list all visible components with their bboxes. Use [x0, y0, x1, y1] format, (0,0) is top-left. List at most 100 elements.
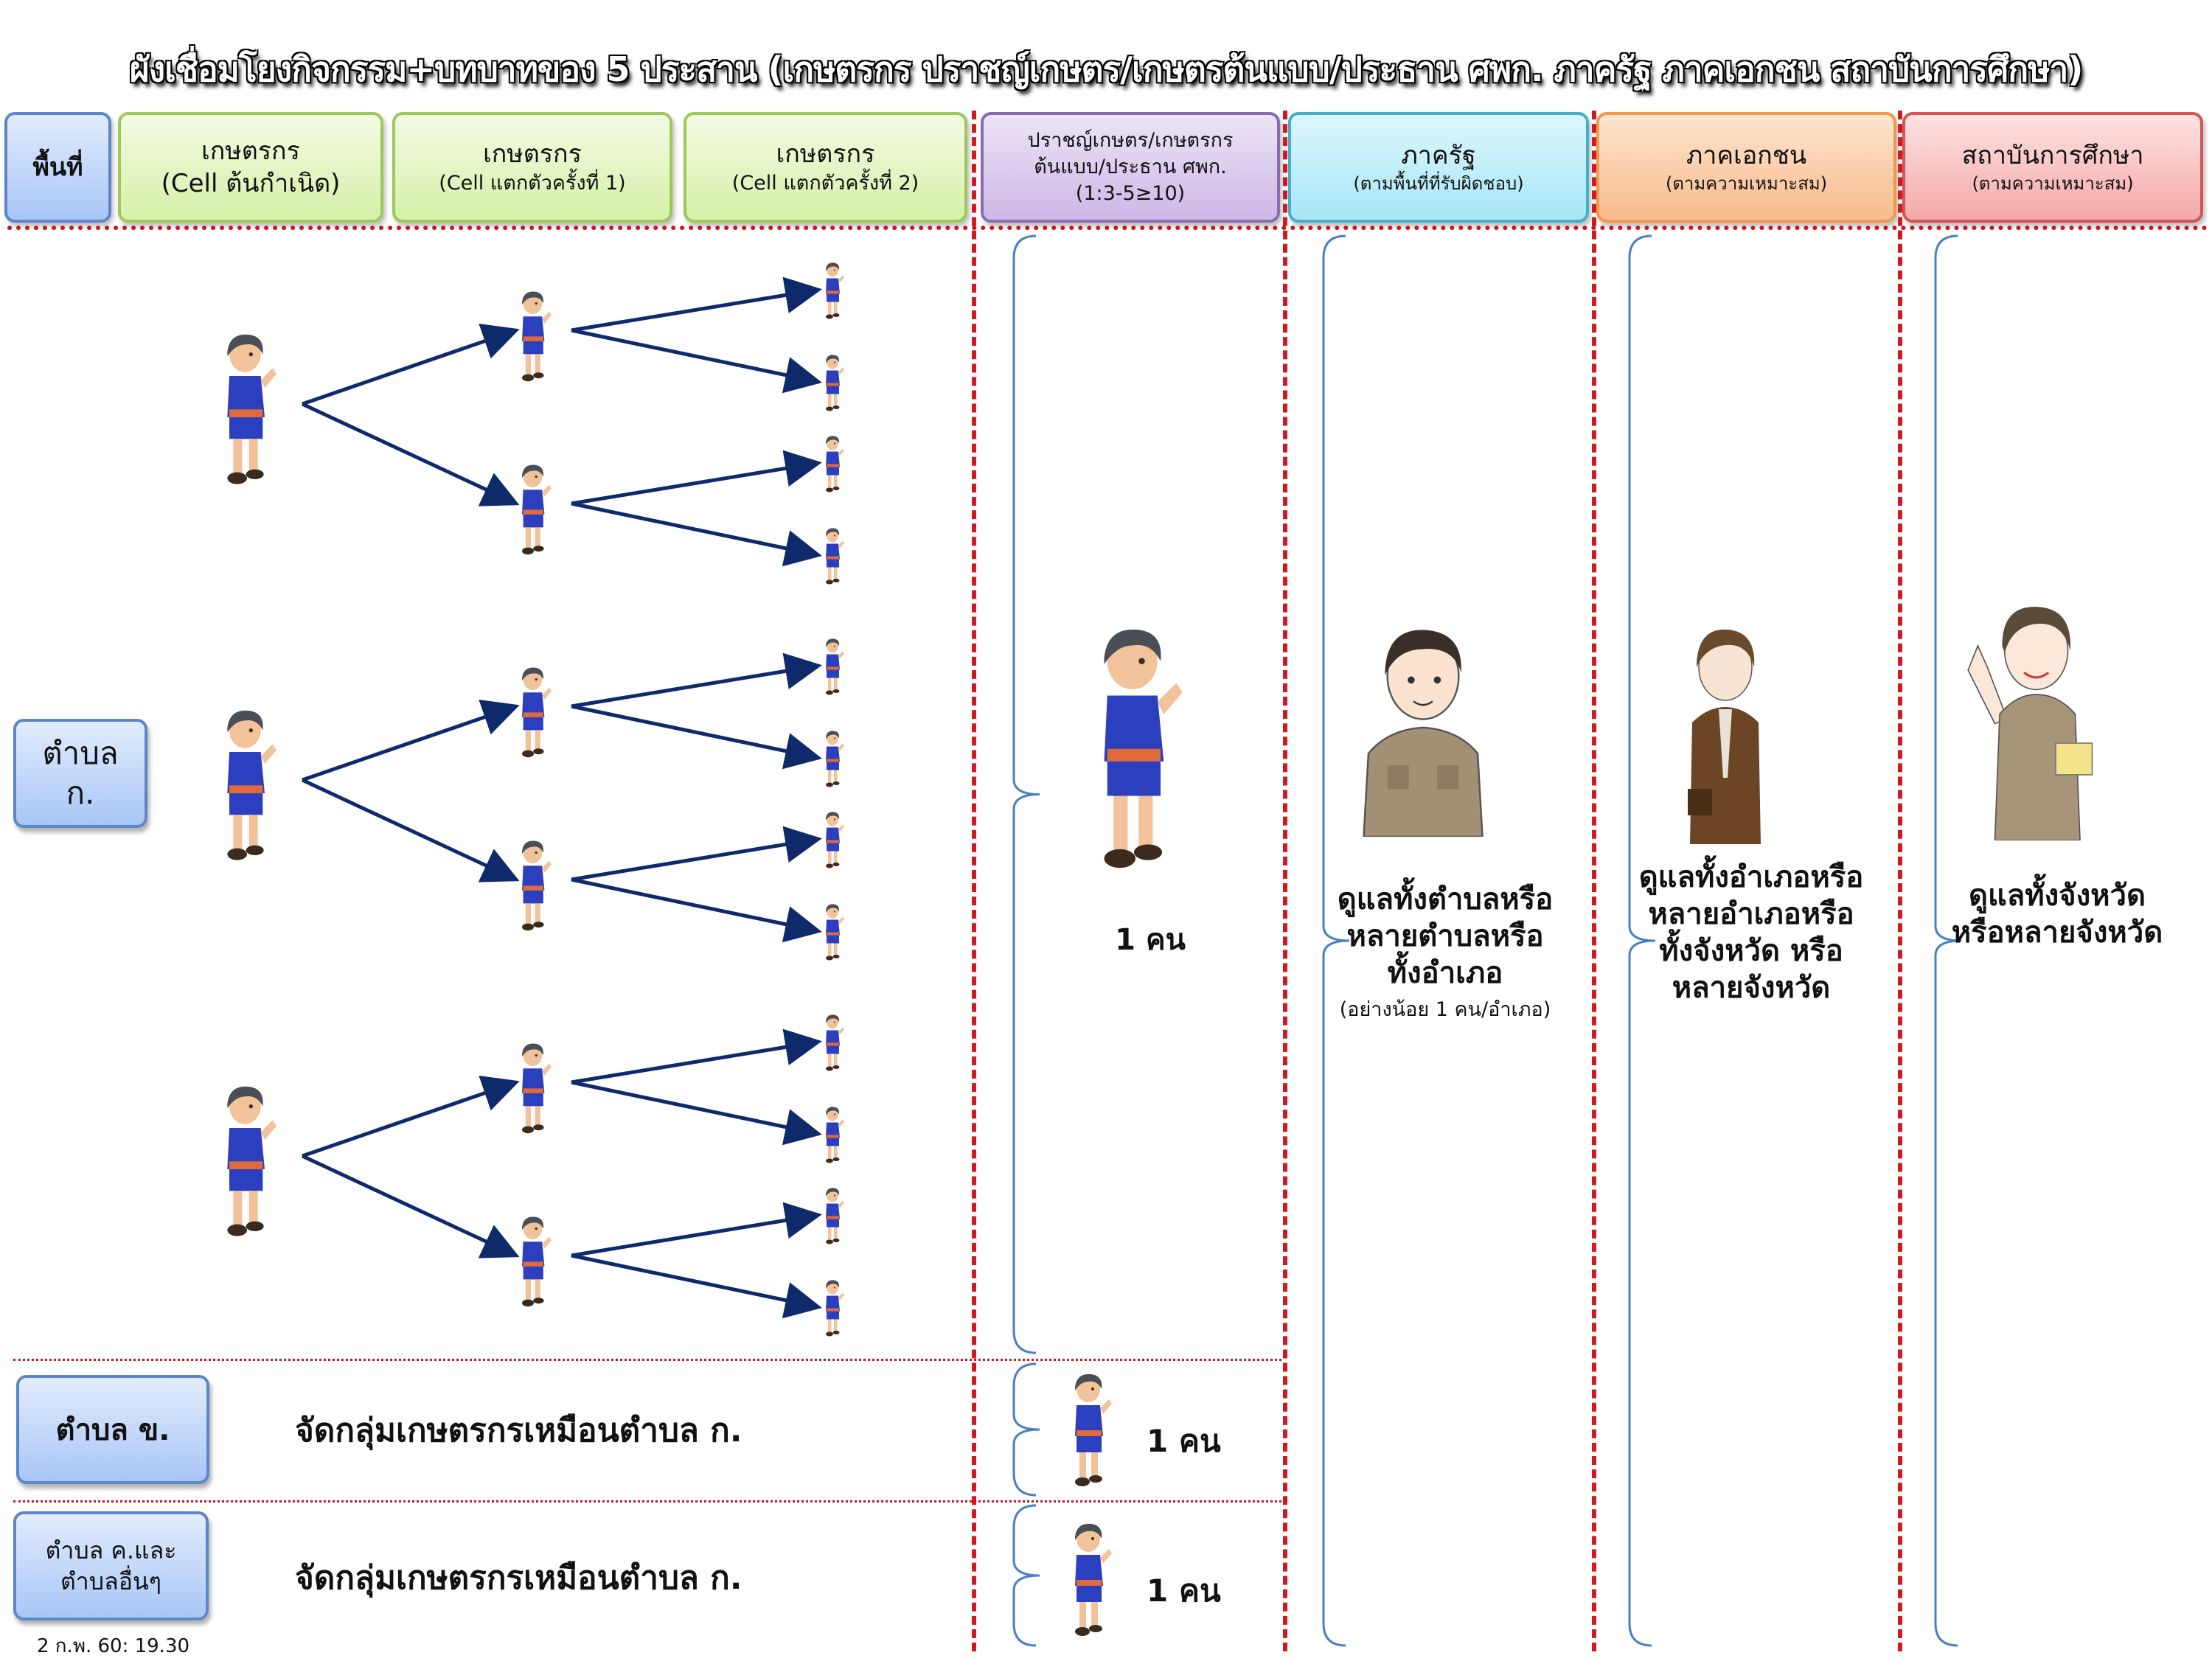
split-arrow: [571, 501, 822, 567]
page-title: ผังเชื่อมโยงกิจกรรม+บทบาทของ 5 ประสาน (เ…: [129, 49, 2084, 89]
split-arrow: [571, 704, 822, 770]
header-area: พื้นที่: [4, 112, 111, 223]
header-farmer-origin-sub: (Cell ต้นกำเนิด): [161, 169, 341, 198]
header-education-main: สถาบันการศึกษา: [1961, 141, 2144, 170]
brace-government: [1322, 234, 1350, 1647]
split-arrow: [571, 328, 822, 394]
education-line: หรือหลายจังหวัด: [1951, 916, 2163, 950]
header-sage: ปราชญ์เกษตร/เกษตรกร ต้นแบบ/ประธาน ศพก. (…: [981, 112, 1280, 223]
header-sage-line3: (1:3-5≥10): [1075, 182, 1186, 205]
split-arrow: [301, 402, 520, 506]
header-farmer-split1-main: เกษตรกร: [483, 139, 582, 169]
private-line: ดูแลทั้งอำเภอหรือ: [1638, 860, 1864, 894]
brace-private: [1628, 234, 1656, 1647]
government-line: ดูแลทั้งตำบลหรือ: [1337, 882, 1554, 916]
private-line: หลายจังหวัด: [1672, 971, 1831, 1005]
column-divider-private: [1592, 111, 1596, 1651]
brace-tambon-b: [1012, 1362, 1040, 1497]
split-arrow: [302, 1076, 520, 1158]
header-education-sub: (ตามความเหมาะสม): [1972, 173, 2134, 194]
farmer-split2-icon: [826, 812, 844, 868]
farmer-split1-icon: [522, 1216, 552, 1307]
footer-date: 2 ก.พ. 60: 19.30: [37, 1635, 190, 1657]
farmer-origin-icon: [227, 334, 276, 484]
area-tambon-b-label: ตำบล ข.: [55, 1413, 170, 1447]
brace-tambon-c: [1012, 1504, 1040, 1647]
area-tambon-b: ตำบล ข.: [16, 1375, 209, 1484]
split-arrow: [571, 652, 822, 708]
private-description: ดูแลทั้งอำเภอหรือ หลายอำเภอหรือ ทั้งจังห…: [1618, 859, 1884, 1006]
row-divider-tambon-c: [13, 1500, 1281, 1502]
government-description: ดูแลทั้งตำบลหรือ หลายตำบลหรือ ทั้งอำเภอ …: [1312, 881, 1578, 1028]
farmer-origin-icon: [227, 710, 276, 860]
header-sage-line1: ปราชญ์เกษตร/เกษตรกร: [1027, 129, 1234, 152]
farmer-split2-icon: [826, 1014, 844, 1071]
split-arrow: [571, 1253, 822, 1319]
civil-servant-man-icon: [1363, 629, 1484, 837]
sage-farmer-icon: [1104, 629, 1183, 868]
private-line: ทั้งจังหวัด หรือ: [1659, 934, 1843, 968]
header-government-sub: (ตามพื้นที่ที่รับผิดชอบ): [1353, 173, 1524, 194]
split-arrow: [301, 1154, 520, 1258]
teacher-woman-icon: [1966, 605, 2094, 840]
farmer-split1-icon: [522, 667, 552, 758]
split-arrow: [301, 778, 520, 882]
split-arrow: [571, 450, 822, 506]
split-arrow: [302, 700, 520, 782]
farmer-split1-icon: [522, 464, 552, 555]
header-area-label: พื้นที่: [32, 153, 83, 182]
header-sage-line2: ต้นแบบ/ประธาน ศพก.: [1034, 156, 1227, 178]
header-farmer-origin-main: เกษตรกร: [201, 136, 300, 166]
government-line: หลายตำบลหรือ: [1346, 919, 1544, 953]
row-divider-tambon-b: [13, 1359, 1281, 1361]
header-farmer-split2-main: เกษตรกร: [776, 139, 875, 169]
split-arrow: [571, 826, 822, 882]
header-education: สถาบันการศึกษา (ตามความเหมาะสม): [1902, 112, 2203, 223]
area-tambon-a-line1: ตำบล: [42, 735, 119, 771]
split-arrow: [571, 1028, 822, 1084]
farmer-split2-icon: [826, 1280, 844, 1337]
brace-education: [1934, 234, 1962, 1647]
government-note: (อย่างน้อย 1 คน/อำเภอ): [1339, 998, 1551, 1021]
farmer-split2-icon: [826, 436, 844, 492]
split-arrow: [571, 1202, 822, 1258]
farmer-split2-icon: [826, 355, 844, 411]
header-private: ภาคเอกชน (ตามความเหมาะสม): [1596, 112, 1896, 223]
header-divider: [7, 226, 2208, 230]
area-tambon-a-line2: ก.: [66, 775, 95, 811]
tambon-b-sage-icon: [1075, 1373, 1112, 1486]
government-line: ทั้งอำเภอ: [1387, 956, 1503, 990]
farmer-split1-icon: [522, 291, 552, 382]
header-farmer-origin: เกษตรกร (Cell ต้นกำเนิด): [118, 112, 383, 223]
sage-count: 1 คน: [1115, 923, 1186, 957]
area-tambon-c: ตำบล ค.และ ตำบลอื่นๆ: [13, 1511, 209, 1620]
farmer-split2-icon: [826, 1107, 844, 1163]
farmer-split1-icon: [522, 1043, 552, 1134]
header-farmer-split2-sub: (Cell แตกตัวครั้งที่ 2): [731, 172, 919, 195]
header-government: ภาครัฐ (ตามพื้นที่ที่รับผิดชอบ): [1288, 112, 1589, 223]
split-arrow: [571, 877, 822, 943]
tambon-b-description: จัดกลุ่มเกษตรกรเหมือนตำบล ก.: [295, 1412, 742, 1449]
farmer-split2-icon: [826, 638, 844, 695]
header-private-sub: (ตามความเหมาะสม): [1665, 173, 1828, 194]
education-line: ดูแลทั้งจังหวัด: [1969, 879, 2146, 913]
brace-tambon-a: [1012, 234, 1040, 1354]
column-divider-education: [1898, 111, 1902, 1651]
tambon-c-sage-icon: [1075, 1523, 1112, 1636]
private-line: หลายอำเภอหรือ: [1648, 897, 1854, 931]
split-arrow: [571, 1080, 822, 1146]
farmer-split2-icon: [826, 731, 844, 787]
farmer-origin-icon: [227, 1086, 276, 1236]
area-tambon-a: ตำบล ก.: [13, 719, 147, 828]
tambon-c-description: จัดกลุ่มเกษตรกรเหมือนตำบล ก.: [295, 1559, 742, 1597]
farmer-split2-icon: [826, 528, 844, 585]
column-divider-sage: [972, 111, 976, 1651]
header-farmer-split1-sub: (Cell แตกตัวครั้งที่ 1): [439, 172, 626, 195]
area-tambon-c-line2: ตำบลอื่นๆ: [60, 1567, 161, 1595]
header-private-main: ภาคเอกชน: [1686, 141, 1807, 170]
column-divider-government: [1283, 111, 1287, 1651]
tambon-c-count: 1 คน: [1147, 1573, 1221, 1609]
header-farmer-split2: เกษตรกร (Cell แตกตัวครั้งที่ 2): [684, 112, 967, 223]
split-arrow: [302, 324, 520, 406]
